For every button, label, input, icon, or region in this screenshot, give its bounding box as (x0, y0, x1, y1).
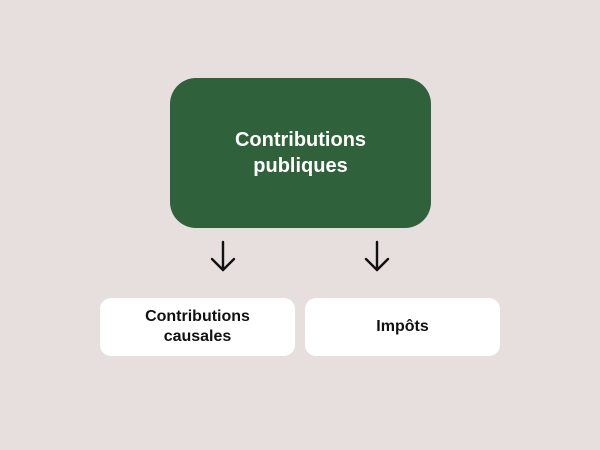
root-node-label: Contributions publiques (234, 129, 367, 177)
child-node-label: Contributions causales (145, 308, 250, 345)
arrow-down-icon (210, 240, 236, 272)
arrow-down-icon (364, 240, 390, 272)
root-node: Contributions publiques (170, 78, 431, 228)
child-node-contributions-causales: Contributions causales (100, 298, 295, 356)
child-node-impots: Impôts (305, 298, 500, 356)
child-node-label: Impôts (376, 318, 429, 335)
